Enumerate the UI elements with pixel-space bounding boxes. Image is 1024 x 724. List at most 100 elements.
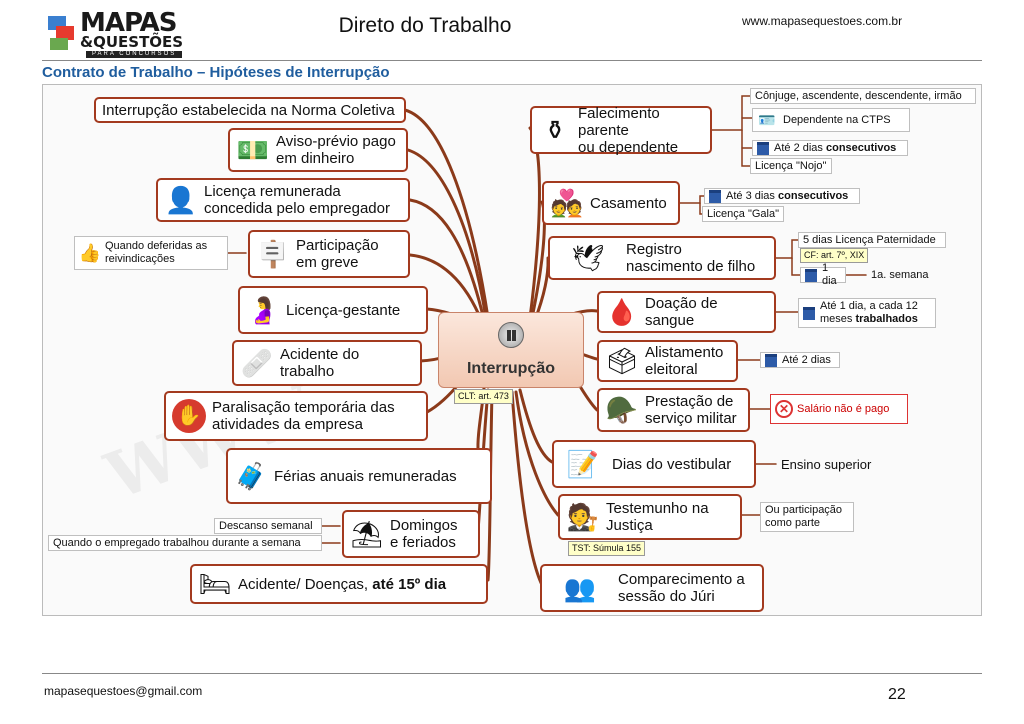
node-servico-militar[interactable]: 🪖 Prestação de serviço militar [597,388,750,432]
wedding-couple-icon: 💑 [550,187,584,218]
thumbs-up-icon: 👍 [78,242,102,263]
node-label: Testemunho na Justiça [606,500,709,534]
witness-icon: 🧑‍⚖ [566,501,600,532]
node-label: Dias do vestibular [612,455,732,473]
note-licenca-gala: Licença "Gala" [702,206,784,222]
node-licenca-gestante[interactable]: 🤰 Licença-gestante [238,286,428,334]
note-licenca-nojo: Licença "Nojo" [750,158,832,174]
note-text: Dependente na CTPS [783,113,891,126]
note-ou-participacao: Ou participação como parte [760,502,854,532]
note-text: Salário não é pago [797,403,890,415]
node-doacao-sangue[interactable]: 🩸 Doação de sangue [597,291,776,333]
note-1-dia: 1 dia [800,262,846,287]
note-tst-tag: TST: Súmula 155 [568,541,646,556]
node-label: Licença-gestante [286,301,401,319]
note-descanso-semanal: Descanso semanal [214,518,322,534]
note-licenca-paternidade: 5 dias Licença Paternidade [798,232,946,248]
node-domingos-feriados[interactable]: ⛱ Domingos e feriados [342,510,480,558]
id-card-icon: 🪪 [758,111,776,128]
logo: MAPAS &QUESTÕES PARA CONCURSOS [46,10,192,58]
calendar-icon [757,141,769,155]
node-registro-nascimento[interactable]: 🕊 Registro nascimento de filho [548,236,776,280]
note-1a-semana: 1a. semana [871,268,929,281]
calendar-icon [765,353,777,367]
header-divider [42,60,982,61]
node-greve[interactable]: 🪧 Participação em greve [248,230,410,278]
node-licenca-remunerada[interactable]: 👤 Licença remunerada concedida pelo empr… [156,178,410,222]
stork-icon: 🕊 [571,242,605,273]
node-label: Comparecimento a sessão do Júri [618,571,745,605]
footer-email[interactable]: mapasequestoes@gmail.com [44,684,203,698]
money-icon: 💵 [236,134,270,165]
node-label: Paralisação temporária das atividades da… [212,399,395,433]
node-label: Férias anuais remuneradas [274,467,457,485]
note-text: 1 dia [822,262,837,287]
calendar-icon [805,268,817,282]
center-legal-tag: CLT: art. 473 [454,389,513,404]
note-dependente-ctps: 🪪 Dependente na CTPS [752,108,910,132]
node-label: Alistamento eleitoral [645,344,724,378]
note-ate-2-dias-consecutivos: Até 2 dias consecutivos [752,140,908,156]
jury-icon: 👥 [563,572,597,603]
node-alistamento[interactable]: 🗳 Alistamento eleitoral [597,340,738,382]
injured-person-icon: 🩹 [240,347,274,378]
node-aviso-previo[interactable]: 💵 Aviso-prévio pago em dinheiro [228,128,408,172]
note-ate-3-dias-consecutivos: Até 3 dias consecutivos [704,188,860,204]
note-salario-nao-pago: ✕ Salário não é pago [770,394,908,424]
node-label: Acidente/ Doenças, até 15º dia [238,575,447,593]
soldier-icon: 🪖 [605,394,639,425]
note-text: Até 2 dias consecutivos [774,141,897,154]
ballot-icon: 🗳 [605,345,639,376]
node-label: Aviso-prévio pago em dinheiro [276,133,396,167]
node-label: Falecimento parente ou dependente [578,104,679,156]
note-cf-tag: CF: art. 7º, XIX [800,248,869,263]
node-paralisacao[interactable]: ✋ Paralisação temporária das atividades … [164,391,428,441]
node-testemunho[interactable]: 🧑‍⚖ Testemunho na Justiça [558,494,742,540]
node-acidente-doencas[interactable]: 🛏 Acidente/ Doenças, até 15º dia [190,564,488,604]
blood-bag-icon: 🩸 [605,296,639,327]
node-vestibular[interactable]: 📝 Dias do vestibular [552,440,756,488]
logo-line3: PARA CONCURSOS [86,51,183,58]
node-label: Acidente do trabalho [280,346,360,380]
pause-icon [498,322,524,348]
section-title: Contrato de Trabalho – Hipóteses de Inte… [42,64,390,81]
beach-umbrella-icon: ⛱ [350,518,384,549]
node-norma-coletiva[interactable]: Interrupção estabelecida na Norma Coleti… [94,97,406,123]
note-text: Até 3 dias consecutivos [726,189,849,202]
calendar-icon [709,189,721,203]
site-url[interactable]: www.mapasequestoes.com.br [742,14,903,28]
logo-squares-icon [48,16,74,50]
calendar-icon [803,306,815,320]
node-casamento[interactable]: 💑 Casamento [542,181,680,225]
hospital-bed-icon: 🛏 [198,568,232,599]
exam-icon: 📝 [566,448,600,479]
logo-line1: MAPAS [80,8,178,38]
note-greve: 👍 Quando deferidas as reivindicações [74,236,228,270]
node-label: Prestação de serviço militar [645,393,737,427]
stop-hand-icon: ✋ [172,399,206,433]
node-label: Licença remunerada concedida pelo empreg… [204,183,390,217]
node-acidente-trabalho[interactable]: 🩹 Acidente do trabalho [232,340,422,386]
note-text: Até 2 dias [782,353,831,366]
note-text: Quando deferidas as reivindicações [105,240,208,265]
node-label: Interrupção estabelecida na Norma Coleti… [102,101,395,119]
close-icon: ✕ [775,400,793,418]
note-falecimento-parentes: Cônjuge, ascendente, descendente, irmão [750,88,976,104]
note-alistamento-dias: Até 2 dias [760,352,840,368]
node-falecimento[interactable]: ⚱ Falecimento parente ou dependente [530,104,712,156]
document-title: Direto do Trabalho [338,14,512,37]
protest-icon: 🪧 [256,238,290,269]
pregnant-icon: 🤰 [246,294,280,325]
page-number: 22 [888,686,906,703]
vacation-icon: 🧳 [234,460,268,491]
node-label: Registro nascimento de filho [626,241,756,275]
node-label: Domingos e feriados [390,517,458,551]
coffin-icon: ⚱ [544,114,566,145]
logo-line2: &QUESTÕES [80,33,184,51]
node-label: Doação de sangue [645,295,718,329]
person-clock-icon: 👤 [164,184,198,215]
node-juri[interactable]: 👥 Comparecimento a sessão do Júri [540,564,764,612]
node-ferias[interactable]: 🧳 Férias anuais remuneradas [226,448,492,504]
